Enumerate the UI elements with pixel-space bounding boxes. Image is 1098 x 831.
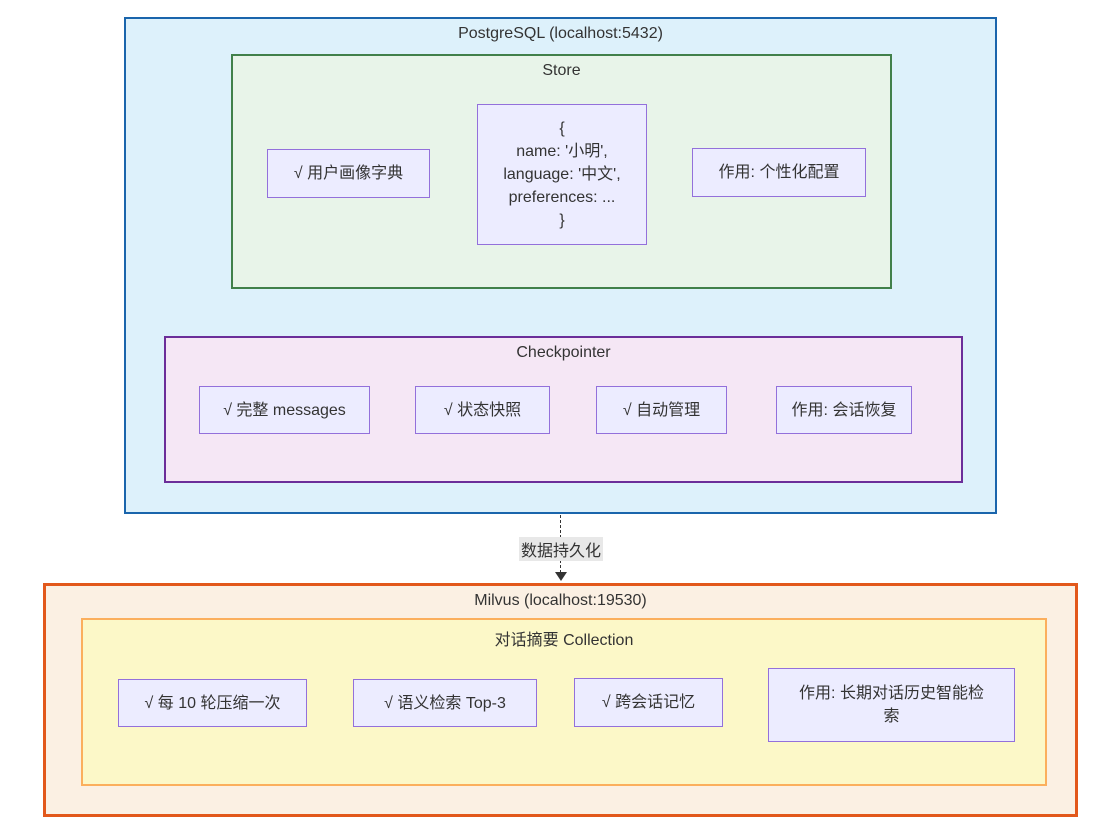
milvus-title: Milvus (localhost:19530)	[474, 592, 647, 609]
node-state-snapshot-label: √ 状态快照	[443, 401, 522, 419]
node-compress-every-10-rounds-label: √ 每 10 轮压缩一次	[144, 694, 281, 712]
node-semantic-search-top3: √ 语义检索 Top-3	[353, 679, 537, 727]
node-purpose-personalization: 作用: 个性化配置	[692, 148, 866, 197]
store-subgraph: Store √ 用户画像字典 { name: '小明', language: '…	[231, 54, 892, 289]
node-purpose-session-restore-label: 作用: 会话恢复	[791, 401, 897, 419]
postgres-container: PostgreSQL (localhost:5432) Store √ 用户画像…	[124, 17, 997, 514]
json-line: name: '小明',	[516, 143, 608, 160]
milvus-container: Milvus (localhost:19530) 对话摘要 Collection…	[43, 583, 1078, 817]
node-user-profile-dict-label: √ 用户画像字典	[293, 165, 404, 182]
node-cross-session-memory-label: √ 跨会话记忆	[601, 694, 696, 711]
postgres-title: PostgreSQL (localhost:5432)	[458, 25, 663, 42]
arrow-down-icon	[555, 572, 567, 581]
node-full-messages: √ 完整 messages	[199, 386, 370, 434]
node-semantic-search-top3-label: √ 语义检索 Top-3	[384, 694, 506, 712]
node-compress-every-10-rounds: √ 每 10 轮压缩一次	[118, 679, 307, 727]
json-line: language: '中文',	[503, 166, 621, 183]
node-profile-json: { name: '小明', language: '中文', preference…	[477, 104, 647, 245]
store-title: Store	[542, 62, 581, 79]
node-auto-manage-label: √ 自动管理	[622, 401, 701, 419]
node-purpose-personalization-label: 作用: 个性化配置	[718, 164, 840, 181]
node-purpose-longterm-search: 作用: 长期对话历史智能检 索	[768, 668, 1015, 742]
summary-collection-subgraph: 对话摘要 Collection √ 每 10 轮压缩一次 √ 语义检索 Top-…	[81, 618, 1047, 786]
json-line: }	[559, 212, 565, 229]
checkpointer-title: Checkpointer	[516, 344, 611, 361]
persistence-edge-label: 数据持久化	[518, 537, 604, 561]
node-full-messages-label: √ 完整 messages	[223, 401, 346, 419]
summary-collection-title: 对话摘要 Collection	[494, 632, 634, 649]
node-state-snapshot: √ 状态快照	[415, 386, 550, 434]
checkpointer-subgraph: Checkpointer √ 完整 messages √ 状态快照 √ 自动管理…	[164, 336, 963, 483]
purpose-longterm-line: 作用: 长期对话历史智能检	[799, 685, 984, 702]
purpose-longterm-line: 索	[883, 708, 900, 725]
node-cross-session-memory: √ 跨会话记忆	[574, 678, 723, 727]
json-line: preferences: ...	[508, 189, 616, 206]
node-auto-manage: √ 自动管理	[596, 386, 727, 434]
node-purpose-session-restore: 作用: 会话恢复	[776, 386, 912, 434]
json-line: {	[559, 120, 565, 137]
node-user-profile-dict: √ 用户画像字典	[267, 149, 430, 198]
